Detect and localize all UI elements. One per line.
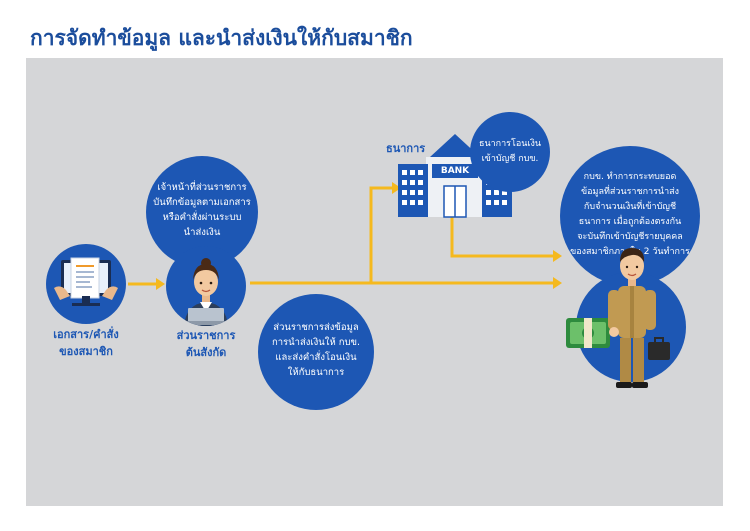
gpf-bubble-line: ธนาการ เมื่อถูกต้องตรงกัน: [578, 217, 682, 227]
officer-bubble-line: หรือคำสั่งผ่านระบบ: [162, 212, 242, 223]
document-label-line1: เอกสาร/คำสั่ง: [53, 328, 119, 341]
document-monitor-icon: [54, 257, 118, 306]
agency-send-bubble-text: ส่วนราชการส่งข้อมูล การนำส่งเงินให้ กบข.…: [258, 320, 374, 380]
agency-send-line: ส่วนราชการส่งข้อมูล: [273, 322, 359, 333]
document-label-line2: ของสมาชิก: [59, 345, 113, 358]
gpf-bubble-line: จะบันทึกเข้าบัญชีรายบุคคล: [577, 232, 683, 242]
page-title: การจัดทำข้อมูล และนำส่งเงินให้กับสมาชิก: [30, 26, 413, 50]
document-label: เอกสาร/คำสั่ง ของสมาชิก: [30, 326, 142, 360]
agency-send-line: และส่งคำสั่งโอนเงิน: [275, 352, 357, 363]
bank-sign: BANK: [440, 166, 470, 176]
officer-bubble-line: บันทึกข้อมูลตามเอกสาร: [153, 197, 251, 208]
bank-label: ธนาการ: [386, 142, 426, 155]
agency-label-line2: ต้นสังกัด: [185, 346, 227, 359]
agency-label-line1: ส่วนราชการ: [176, 329, 236, 342]
agency-send-line: การนำส่งเงินให้ กบข.: [271, 337, 361, 348]
arrow-branch-to-bank: [369, 186, 392, 283]
agency-send-bubble: [258, 294, 374, 410]
gpf-bubble-line: ข้อมูลที่ส่วนราชการนำส่ง: [580, 187, 680, 197]
bank-bubble-text: ธนาการโอนเงิน เข้าบัญชี กบข.: [470, 137, 550, 167]
bank-bubble-line: เข้าบัญชี กบข.: [481, 154, 539, 164]
money-icon: [566, 318, 610, 348]
officer-bubble-line: เจ้าหน้าที่ส่วนราชการ: [157, 182, 247, 193]
arrowhead-gpf-top: [553, 250, 562, 262]
arrowhead-bank: [392, 182, 401, 194]
gpf-bubble-line: กับจำนวนเงินที่เข้าบัญชี: [583, 202, 677, 212]
agency-circle: [166, 246, 246, 326]
officer-laptop-icon: [184, 258, 228, 326]
gpf-bubble-line: กบข. ทำการกระทบยอด: [583, 172, 677, 182]
bank-bubble: [470, 112, 550, 192]
document-circle: [46, 244, 126, 324]
officer-bubble-text: เจ้าหน้าที่ส่วนราชการ บันทึกข้อมูลตามเอก…: [146, 180, 258, 240]
arrowhead-gpf-bottom: [553, 277, 562, 289]
arrowhead-agency: [156, 278, 165, 290]
officer-bubble-line: นำส่งเงิน: [183, 227, 221, 238]
agency-send-line: ให้กับธนาการ: [287, 367, 345, 378]
agency-label: ส่วนราชการ ต้นสังกัด: [150, 327, 262, 361]
arrow-bank-to-gpf: [450, 217, 553, 258]
bank-bubble-line: ธนาการโอนเงิน: [478, 139, 542, 149]
